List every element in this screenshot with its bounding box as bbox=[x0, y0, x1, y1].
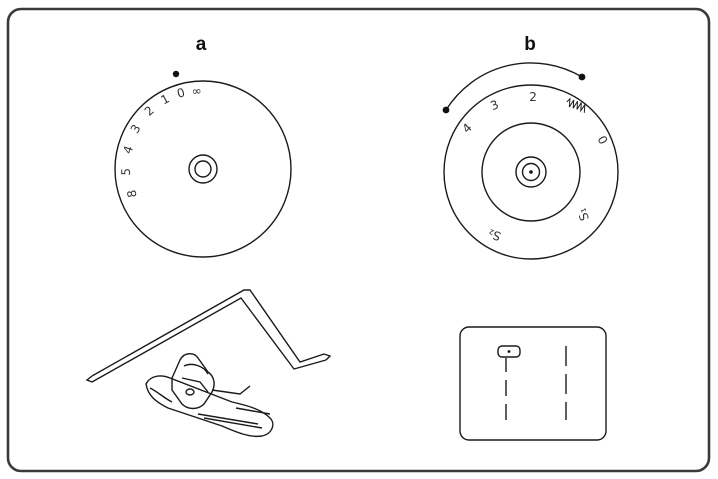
foot-shank-inner bbox=[181, 377, 209, 393]
dial-a-number-infinity: ∞ bbox=[191, 84, 202, 99]
foot-slot-3 bbox=[235, 407, 271, 415]
foot-toe-edge bbox=[149, 387, 173, 403]
foot-shank bbox=[171, 353, 215, 410]
guide-bar bbox=[91, 289, 325, 377]
indicator-dot-a bbox=[172, 70, 180, 78]
dial-b-hub-center bbox=[529, 170, 533, 174]
dial-b-hub-inner bbox=[521, 162, 541, 182]
dial-a-number-4: 4 bbox=[120, 144, 136, 156]
guide-bar-tip bbox=[85, 375, 93, 383]
label-a: a bbox=[196, 34, 207, 55]
dial-a-number-8: 8 bbox=[125, 189, 140, 199]
dial-a-number-0: 0 bbox=[175, 85, 186, 101]
outer-frame bbox=[6, 7, 711, 473]
dial-a-number-5: 5 bbox=[119, 168, 133, 176]
dial-a-hub-outer bbox=[188, 154, 218, 184]
needle-position-icon bbox=[497, 345, 521, 358]
dial-b-number-2: 2 bbox=[529, 90, 537, 104]
foot-slot-1 bbox=[197, 413, 259, 425]
dial-a-hub-inner bbox=[194, 160, 212, 178]
foot-side-bar bbox=[211, 385, 251, 395]
dial-b-range-arc bbox=[445, 62, 583, 111]
dial-b-range-dot-right bbox=[578, 73, 586, 81]
dial-b-hub-outer bbox=[515, 156, 547, 188]
dial-b-mark-s1: S₁ bbox=[574, 206, 591, 223]
dial-b-outer-disc bbox=[443, 84, 619, 260]
dial-b-mark-s2: S₂ bbox=[486, 226, 503, 243]
guide-bar-end bbox=[323, 353, 332, 361]
foot-screw bbox=[185, 388, 195, 396]
zigzag-stitch-icon bbox=[566, 97, 586, 113]
pattern-panel-frame bbox=[459, 326, 607, 441]
label-b: b bbox=[524, 34, 536, 55]
dial-b-range-dot-left bbox=[442, 106, 450, 114]
dial-b-inner-ring bbox=[481, 122, 581, 222]
dial-a-outer-disc bbox=[114, 80, 292, 258]
stitch-pattern-panel bbox=[459, 326, 607, 441]
foot-slot-2 bbox=[203, 417, 263, 429]
needle-position-dot bbox=[507, 350, 511, 353]
presser-foot-with-quilting-guide bbox=[85, 289, 332, 438]
foot-sole bbox=[145, 375, 274, 438]
foot-shank-top bbox=[183, 363, 209, 375]
guide-bar-back-edge bbox=[91, 297, 327, 383]
